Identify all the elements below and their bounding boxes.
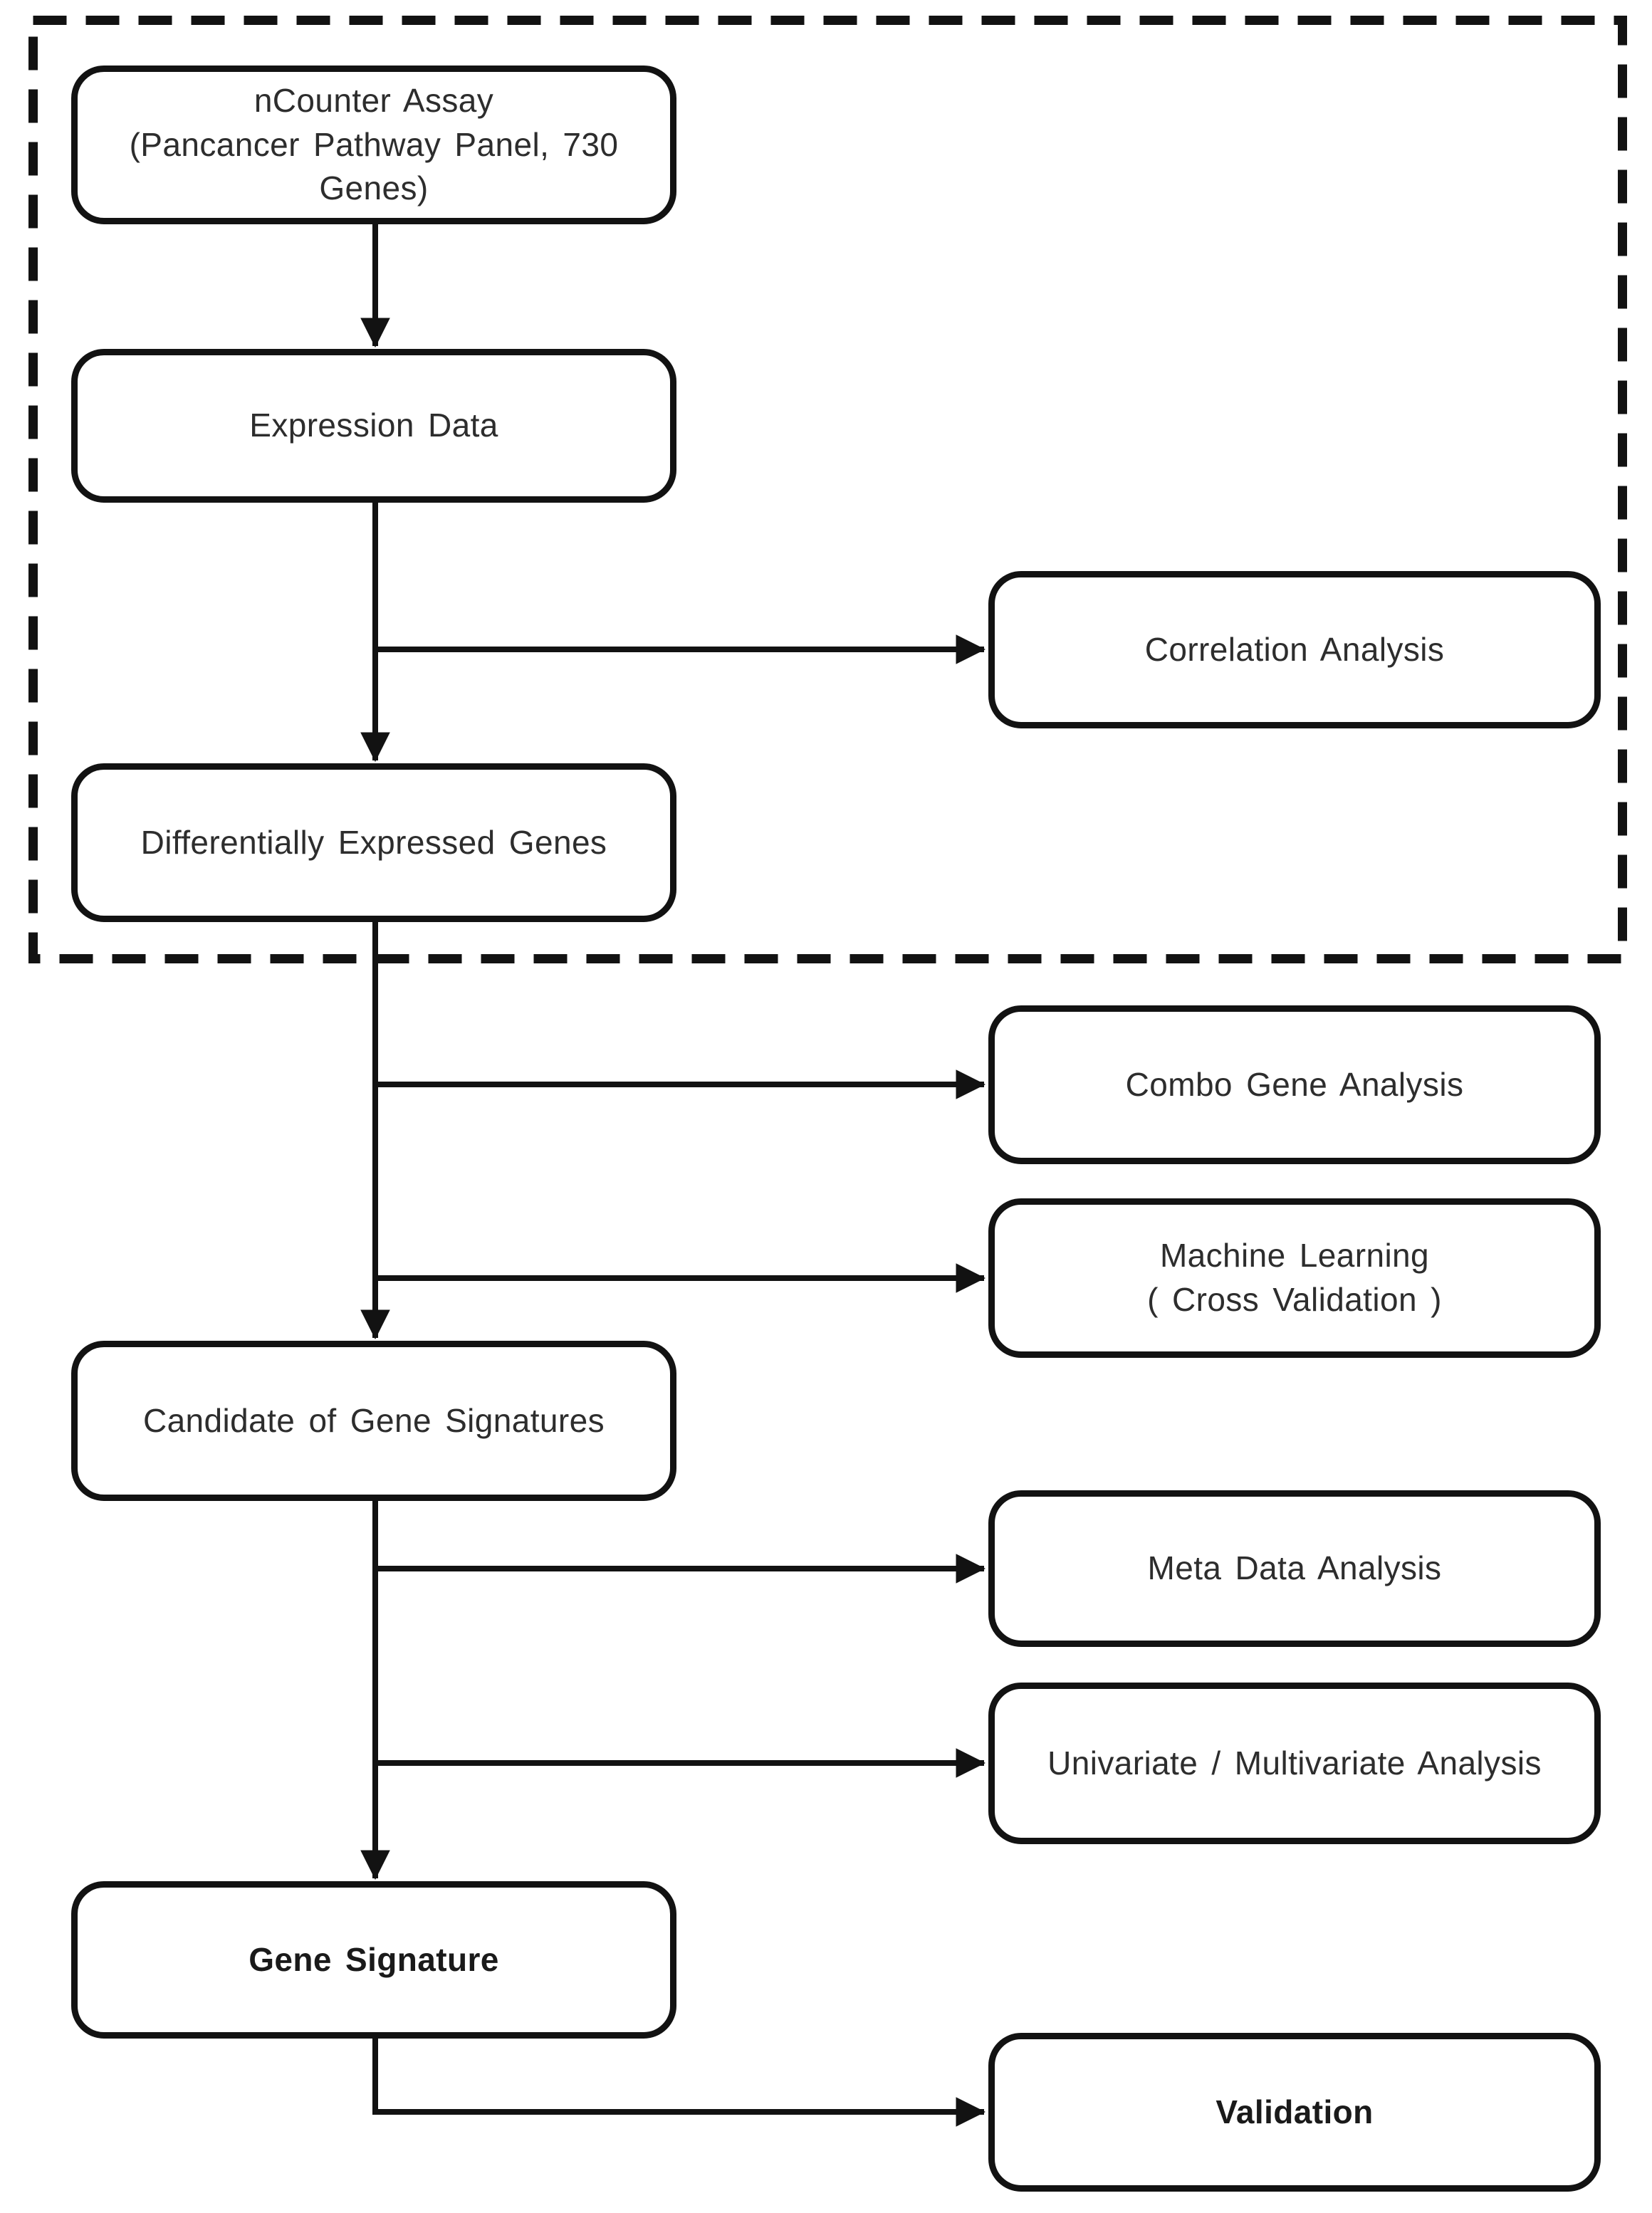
node-validation: Validation	[988, 2033, 1601, 2192]
node-correlation-analysis: Correlation Analysis	[988, 571, 1601, 728]
node-expression-data: Expression Data	[71, 349, 676, 503]
node-combo-gene-analysis: Combo Gene Analysis	[988, 1005, 1601, 1164]
node-machine-learning: Machine Learning ( Cross Validation )	[988, 1198, 1601, 1358]
node-meta-data-analysis: Meta Data Analysis	[988, 1490, 1601, 1647]
node-gene-signature: Gene Signature	[71, 1881, 676, 2039]
node-univariate-multivariate-analysis: Univariate / Multivariate Analysis	[988, 1683, 1601, 1844]
node-differentially-expressed-genes: Differentially Expressed Genes	[71, 763, 676, 922]
dashed-boundary	[28, 16, 1627, 963]
arrow-gene-signature-to-validation	[372, 2037, 986, 2127]
node-ncounter-assay: nCounter Assay (Pancancer Pathway Panel,…	[71, 66, 676, 224]
node-candidate-of-gene-signatures: Candidate of Gene Signatures	[71, 1341, 676, 1501]
